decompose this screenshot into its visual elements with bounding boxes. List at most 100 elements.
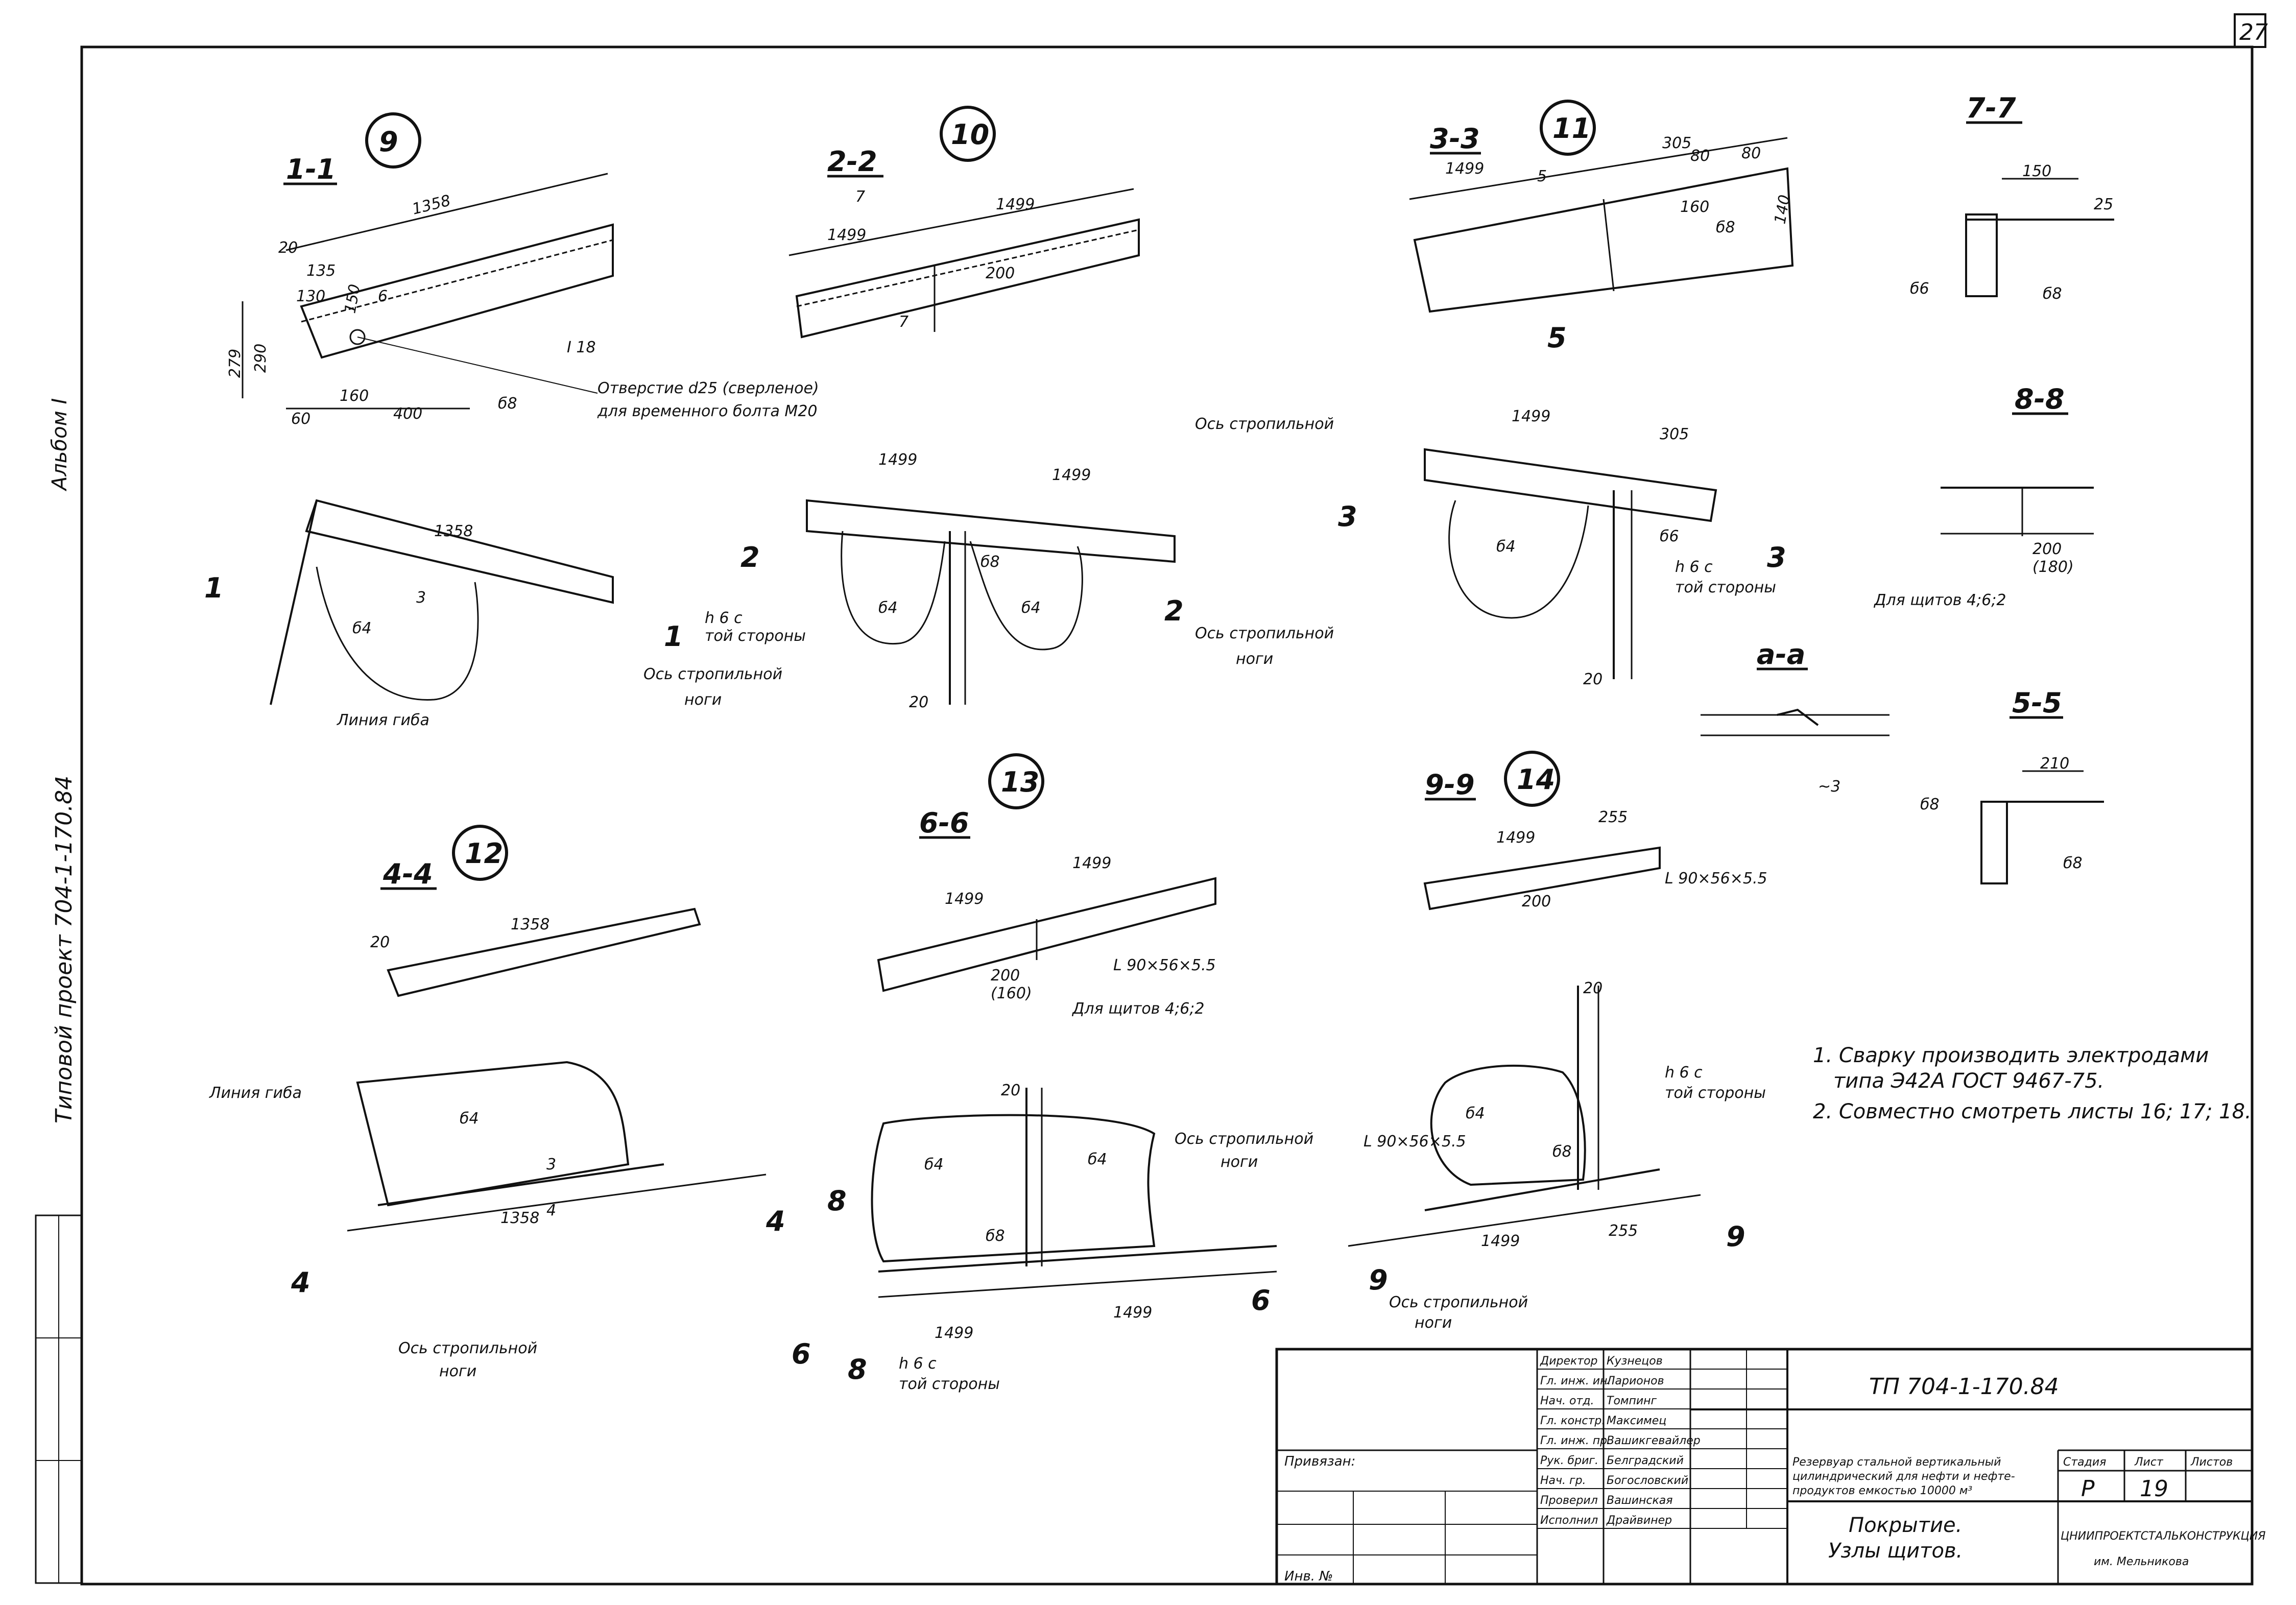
dim-160: 160 — [340, 387, 369, 405]
name-4: Вашикгевайлер — [1607, 1434, 1701, 1447]
axis-label-2: ноги — [1236, 650, 1273, 668]
role-6: Нач. гр. — [1540, 1474, 1586, 1487]
binding-label: Привязан: — [1284, 1454, 1355, 1469]
cut-6-left: 6 — [792, 1338, 811, 1370]
weld-note-b: той стороны — [899, 1375, 1000, 1393]
section-title-9-9: 9-9 — [1425, 769, 1475, 801]
cut-1-right: 1 — [664, 620, 683, 653]
section-9-9: 14 9-9 1499 255 200 L 90×56×5.5 — [1423, 751, 1767, 911]
dim-200: 200 — [1522, 893, 1551, 911]
section-title-2-2: 2-2 — [827, 146, 877, 178]
dim-255: 255 — [1609, 1222, 1638, 1240]
node-marker-12 — [452, 825, 508, 881]
weld-4: 4 — [546, 1202, 556, 1219]
stage-label: Стадия — [2063, 1456, 2106, 1469]
node-marker-14 — [1504, 751, 1560, 807]
dim-180: (180) — [2032, 558, 2074, 576]
angle-profile — [1965, 213, 1998, 297]
name-5: Белградский — [1607, 1454, 1684, 1467]
dim-200: 200 — [2032, 540, 2062, 558]
name-3: Максимец — [1607, 1415, 1666, 1427]
rafter-6-6 — [877, 877, 1216, 992]
cut-2-right: 2 — [1164, 595, 1184, 627]
project-title-2: цилиндрический для нефти и нефте- — [1792, 1470, 2015, 1483]
hole-note: Отверстие d25 (сверленое) — [597, 379, 819, 397]
general-notes: 1. Сварку производить электродами типа Э… — [1813, 1044, 2252, 1123]
bend-line-label: Линия гиба — [337, 711, 429, 729]
sheet-label: Лист — [2134, 1456, 2164, 1469]
role-8: Исполнил — [1540, 1514, 1598, 1527]
weld-note-b: той стороны — [705, 627, 806, 645]
axis-label: Ось стропильной — [398, 1339, 537, 1357]
section-8-8: 8-8 200 (180) Для щитов 4;6;2 — [1873, 383, 2094, 609]
sheets-label: Листов — [2190, 1456, 2233, 1469]
dim-1499-a: 1499 — [945, 890, 984, 908]
dim-1499: 1499 — [1496, 829, 1535, 847]
cut-3-right: 3 — [1767, 541, 1786, 573]
role-2: Нач. отд. — [1540, 1395, 1594, 1407]
plan-plate-14 — [1430, 1064, 1586, 1186]
organization-2: им. Мельникова — [2094, 1555, 2189, 1568]
dim-3: ~3 — [1818, 778, 1840, 796]
dim-279: 279 — [226, 349, 244, 378]
album-label: Альбом I — [48, 398, 71, 492]
rafter-4-4 — [387, 907, 701, 997]
dim-1358: 1358 — [511, 916, 549, 933]
bolt-hole — [349, 329, 366, 345]
plan-node-13: б4 б4 б8 20 1499 1499 h 6 с той стороны … — [792, 1082, 1313, 1393]
dim-150: 150 — [2022, 162, 2051, 180]
section-title-6-6: 6-6 — [919, 807, 969, 839]
note-1-cont: типа Э42А ГОСТ 9467-75. — [1833, 1069, 2104, 1093]
dim-20: 20 — [278, 239, 298, 257]
dim-210: 210 — [2040, 755, 2069, 773]
section-a-a: а-а ~3 — [1701, 638, 1890, 796]
cut-2-left: 2 — [740, 541, 760, 573]
axis-label: Ось стропильной — [1175, 1130, 1313, 1148]
role-7: Проверил — [1540, 1494, 1598, 1507]
dim-1499-a: 1499 — [878, 451, 917, 469]
cut-1-left: 1 — [204, 572, 224, 604]
axis-label-2: ноги — [684, 691, 722, 709]
axis-label-2: ноги — [439, 1362, 476, 1380]
dim-25: 25 — [2094, 196, 2113, 213]
cut-3-left: 3 — [1338, 500, 1357, 533]
plan-rafter-9 — [305, 499, 614, 604]
plan-node-14: б4 б8 L 90×56×5.5 20 h 6 с той стороны 1… — [1348, 979, 1766, 1332]
dim-20: 20 — [370, 933, 390, 951]
dim-160: 160 — [1680, 198, 1709, 216]
dim-200: 200 — [991, 967, 1020, 985]
node-number-12: 12 — [465, 837, 503, 870]
section-6-6: 13 6-6 1499 1499 200 (160) L 90×56×5.5 Д… — [877, 753, 1216, 1018]
bend-line-label: Линия гиба — [209, 1084, 302, 1102]
plan-node-10: 1499 1499 б4 б4 б8 h 6 с той стороны 20 … — [705, 451, 1334, 711]
node-number-14: 14 — [1517, 763, 1555, 796]
project-label: Типовой проект 704-1-170.84 — [51, 776, 77, 1123]
cut-6-right: 6 — [1251, 1284, 1271, 1316]
weld-b8-a: б8 — [1920, 796, 1940, 813]
sheet-title-2: Узлы щитов. — [1828, 1539, 1963, 1563]
weld-b8: б8 — [1716, 219, 1735, 236]
axis-label-2: ноги — [1415, 1314, 1452, 1332]
weld-note-a: h 6 с — [1665, 1064, 1703, 1082]
weld-note-a: h 6 с — [705, 609, 743, 627]
section-title-3-3: 3-3 — [1430, 123, 1480, 155]
sheet-number-box — [2234, 13, 2266, 48]
plate-b4-a: б4 — [878, 599, 898, 617]
rafter-1-1 — [300, 223, 614, 359]
project-title-3: продуктов емкостью 10000 м³ — [1792, 1484, 1972, 1497]
cut-7-top: 7 — [855, 188, 865, 206]
plate-b4: б4 — [1466, 1105, 1485, 1122]
plan-node-9: 1358 б4 3 Линия гиба Ось стропильной ног… — [204, 499, 782, 729]
node-marker-13 — [988, 753, 1044, 809]
plate-b4-a: б4 — [924, 1156, 944, 1173]
rafter-9-9 — [1423, 846, 1661, 911]
dim-1499: 1499 — [1445, 160, 1484, 178]
dim-1499-b: 1499 — [1113, 1304, 1152, 1322]
weld-note-a: h 6 с — [1675, 558, 1713, 576]
organization: ЦНИИПРОЕКТСТАЛЬКОНСТРУКЦИЯ — [2061, 1530, 2266, 1543]
plate-b4: б4 — [352, 619, 372, 637]
node-marker-11 — [1540, 100, 1596, 156]
cut-9-left: 9 — [1369, 1264, 1388, 1296]
cut-8-bottom: 8 — [848, 1353, 867, 1385]
weld-b8: б8 — [1552, 1143, 1572, 1161]
